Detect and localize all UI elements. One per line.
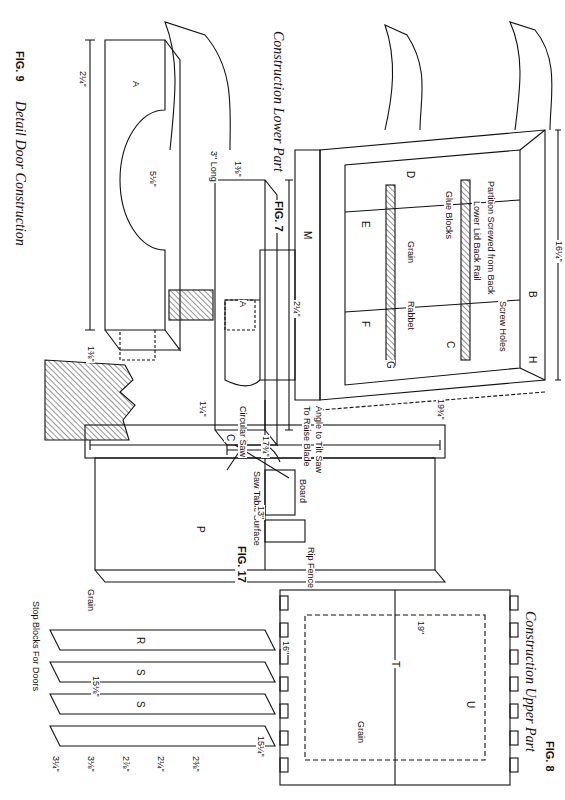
part-letter: C — [445, 340, 456, 349]
dimension-label: 2¼" — [156, 755, 165, 773]
dimension-label: Grain — [86, 588, 95, 612]
shelves — [50, 630, 275, 746]
dovetail — [280, 704, 288, 718]
dovetail — [510, 758, 518, 772]
dimension-label: To Raise Blade — [302, 405, 311, 468]
figure-title: Construction Lower Part — [270, 30, 285, 173]
dimension-label: 17¾" — [261, 435, 270, 458]
upper-panel — [85, 425, 445, 582]
dovetail — [510, 623, 518, 637]
lower-frame — [260, 130, 561, 410]
part-letter: G — [385, 360, 396, 370]
part-letter: U — [465, 700, 476, 709]
dimension-label: 16¼" — [554, 240, 563, 263]
part-letter: P — [195, 525, 206, 534]
dimension-label: Grain — [356, 720, 365, 744]
dimension-label: Rip Fence — [306, 546, 315, 589]
part-letter: F — [360, 320, 371, 328]
part-letter: B — [527, 290, 538, 299]
part-letter: H — [527, 355, 538, 364]
figure-title: Construction Upper Part — [522, 610, 537, 753]
fig-number: FIG. 8 — [543, 740, 555, 773]
dimension-label: 2¼" — [292, 300, 301, 318]
dimension-label: Circular Saw — [238, 405, 247, 458]
dimension-label: 1¼" — [198, 400, 207, 418]
dimension-label: 1⅜" — [86, 345, 95, 363]
dimension-label: 19¾" — [436, 398, 445, 421]
dimension-label: 2⅞" — [121, 755, 130, 773]
dimension-label: 1⅜" — [233, 160, 242, 178]
dovetail — [280, 677, 288, 691]
dovetail — [280, 731, 288, 745]
dovetail — [510, 704, 518, 718]
part-letter: M — [302, 230, 313, 240]
dimension-label: 16" — [281, 640, 290, 655]
dimension-label: 2⅜" — [191, 755, 200, 773]
upper-case — [280, 590, 518, 785]
fig-number: FIG. 17 — [235, 545, 247, 584]
dimension-label: Lower Lid Back Rail — [472, 200, 481, 282]
dimension-label: 3" Long — [209, 150, 218, 183]
dovetail — [280, 623, 288, 637]
part-letter: C — [225, 433, 236, 442]
dovetail — [510, 731, 518, 745]
fig-number: FIG. 7 — [272, 200, 284, 233]
part-letter: D — [405, 170, 416, 179]
part-letter: A — [238, 300, 247, 308]
dimension-label: Glue Blocks — [444, 190, 453, 240]
dimension-label: Rabbet — [406, 300, 415, 331]
dovetail — [280, 596, 288, 610]
dimension-label: 3¼" — [51, 755, 60, 773]
dimension-label: 19" — [416, 620, 425, 635]
part-letter: R — [135, 636, 146, 645]
dimension-label: Partition Screwed from Back — [486, 180, 495, 296]
dimension-label: Screw Holes — [498, 300, 507, 353]
dovetail — [510, 596, 518, 610]
dimension-label: 13" — [256, 505, 265, 520]
dimension-label: 5⅛" — [148, 170, 157, 188]
dimension-label: 15¼" — [256, 735, 265, 758]
part-letter: E — [360, 220, 371, 229]
dimension-label: Angle to Tilt Saw — [314, 405, 323, 474]
dimension-label: Stop Blocks For Doors — [31, 600, 40, 692]
dimension-label: 15⅛" — [91, 675, 100, 698]
part-letter: S — [135, 668, 146, 677]
door-stile — [45, 40, 293, 455]
dovetail — [510, 650, 518, 664]
dimension-label: 3⅛" — [86, 755, 95, 773]
fig-number: FIG. 9 — [13, 50, 25, 83]
dovetail — [280, 758, 288, 772]
figure-title: Detail Door Construction — [12, 100, 27, 247]
part-letter: T — [390, 660, 401, 668]
cabriole-legs — [165, 22, 552, 386]
dimension-label: Grain — [406, 240, 415, 264]
dimension-label: 2¼" — [78, 70, 87, 88]
dimension-label: Board — [298, 478, 307, 504]
dovetail — [510, 677, 518, 691]
part-letter: S — [135, 700, 146, 709]
part-letter: A — [131, 80, 140, 88]
